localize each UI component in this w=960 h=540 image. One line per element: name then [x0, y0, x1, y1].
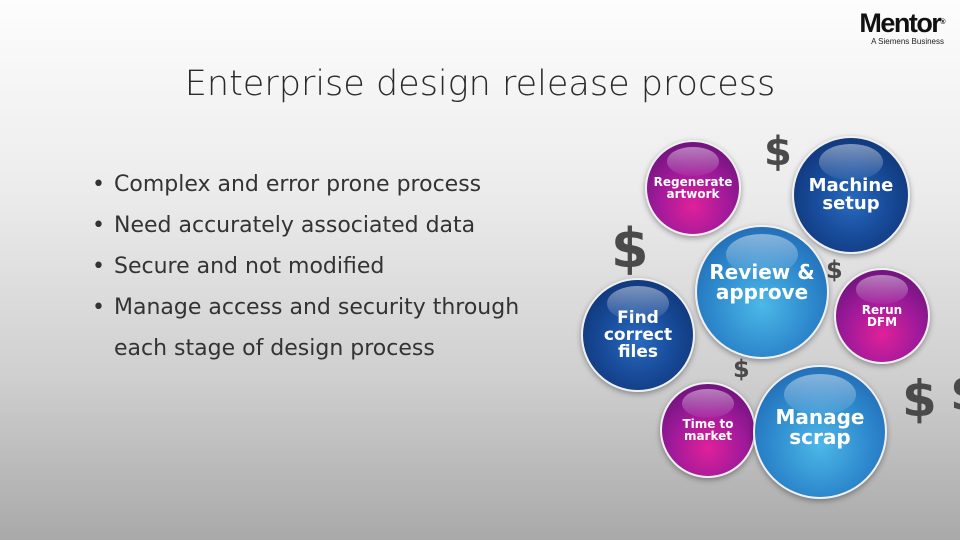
bubble-label: files — [617, 341, 659, 362]
bubble-label: Manage — [775, 405, 865, 429]
bubble-label: Regenerate — [653, 175, 733, 189]
bubble-label: market — [683, 429, 733, 443]
dollar-icon: $ — [950, 368, 960, 418]
dollar-icon: $ — [826, 256, 843, 284]
bullet-item: Complex and error prone process — [92, 164, 519, 205]
logo-tagline: A Siemens Business — [871, 37, 944, 46]
bubble-label: Machine — [808, 175, 894, 196]
bubble-review-approve: Review &approve — [695, 225, 829, 359]
bullet-item: Need accurately associated data — [92, 205, 519, 246]
slide-title: Enterprise design release process — [184, 64, 776, 104]
bubble-label: Time to — [682, 417, 734, 431]
dollar-icon: $ — [764, 129, 792, 175]
registered-mark: ® — [940, 19, 945, 26]
bubble-label: artwork — [666, 187, 720, 201]
bubble-label: setup — [822, 193, 880, 214]
logo-wordmark: Mentor — [859, 8, 942, 38]
logo-brand: Mentor® — [859, 8, 945, 38]
dollar-icon: $ — [733, 355, 750, 383]
bullet-item: Manage access and security through — [92, 287, 519, 328]
dollar-icon: $ — [902, 370, 937, 428]
mentor-logo: Mentor® A Siemens Business — [859, 8, 945, 47]
bullet-list: Complex and error prone process Need acc… — [92, 164, 519, 369]
bubble-label: Review & — [709, 260, 815, 284]
bubble-label: Rerun — [861, 303, 903, 317]
bullet-item: Secure and not modified — [92, 246, 519, 287]
bubble-label: scrap — [789, 425, 851, 449]
bullet-item-continuation: each stage of design process — [114, 336, 435, 361]
bubble-label: approve — [715, 280, 809, 304]
dollar-icon: $ — [611, 217, 649, 280]
bubble-label: correct — [603, 324, 673, 345]
bubble-label: DFM — [866, 315, 898, 329]
bubble-label: Find — [617, 307, 659, 328]
